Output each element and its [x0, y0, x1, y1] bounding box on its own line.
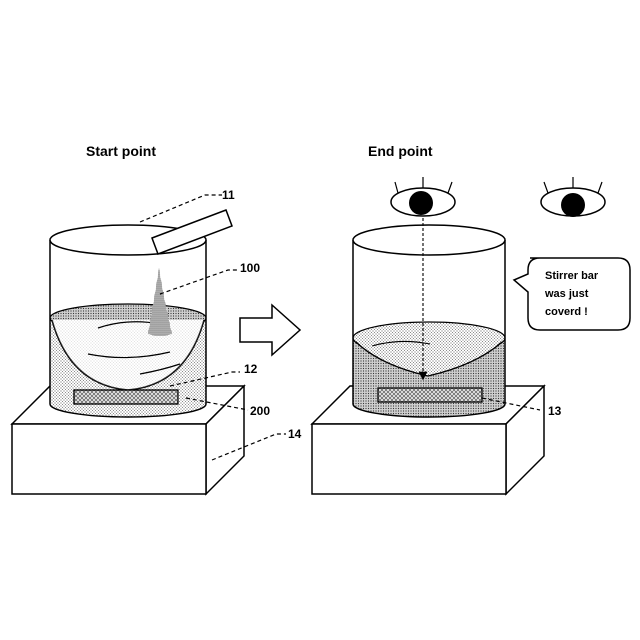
left-stirrer-bar: [74, 390, 178, 404]
end-point-title: End point: [368, 143, 433, 159]
progress-arrow-icon: [240, 305, 300, 355]
speech-bubble: Stirrer bar was just coverd !: [514, 258, 630, 330]
bubble-line-2: was just: [544, 288, 589, 300]
label-11: 11: [222, 188, 235, 202]
label-12: 12: [244, 362, 258, 376]
right-stirrer-bar: [378, 388, 482, 402]
eye-icon: [391, 177, 455, 216]
label-14: 14: [288, 427, 302, 441]
left-beaker: [50, 225, 206, 417]
right-setup: Stirrer bar was just coverd ! 13: [312, 177, 630, 494]
start-point-title: Start point: [86, 143, 156, 159]
eye-icon-side: [541, 177, 605, 217]
label-13: 13: [548, 404, 562, 418]
right-beaker: [353, 225, 505, 417]
falling-powder: [148, 268, 172, 336]
bubble-line-1: Stirrer bar: [545, 270, 599, 282]
label-200: 200: [250, 404, 270, 418]
label-100: 100: [240, 261, 260, 275]
bubble-line-3: coverd !: [545, 306, 588, 318]
